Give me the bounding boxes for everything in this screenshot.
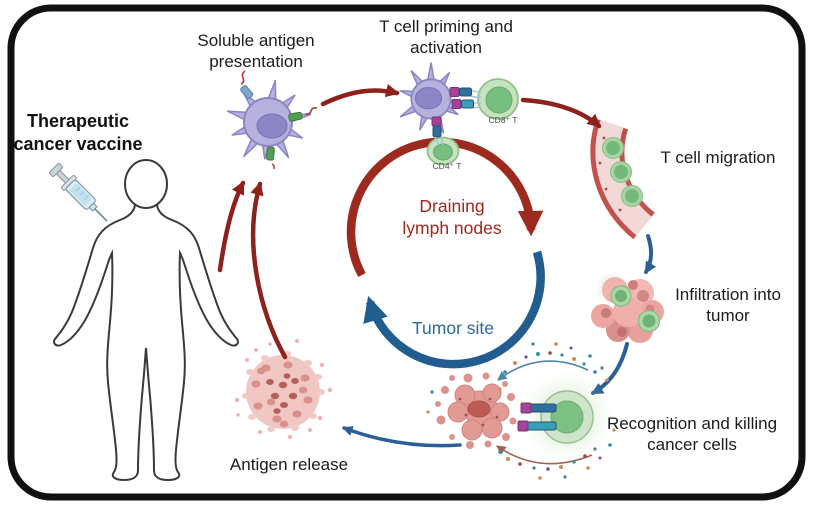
cd8-t-cell bbox=[477, 78, 519, 120]
antigen-receptors-presentation bbox=[240, 70, 318, 170]
label-t-cell-priming: T cell priming and activation bbox=[379, 17, 513, 58]
killing-synapse-receptors bbox=[517, 402, 557, 432]
draining-lymph-nodes-arc bbox=[346, 137, 544, 278]
cd8-synapse-receptors bbox=[449, 87, 482, 109]
label-t-cell-migration: T cell migration bbox=[660, 148, 776, 167]
label-cd4-t-cell: CD4⁺ T bbox=[432, 161, 462, 171]
antigen-squiggle-icon bbox=[304, 107, 318, 115]
label-infiltration-into-tumor: Infiltration into tumor bbox=[675, 285, 781, 326]
tumor-infiltration-cluster bbox=[591, 270, 664, 343]
infiltrating-t-cells bbox=[610, 285, 661, 333]
antigen-squiggle-icon bbox=[240, 70, 246, 85]
dying-cancer-cell bbox=[435, 372, 517, 449]
blood-vessel bbox=[590, 118, 656, 240]
killing-scene bbox=[426, 342, 616, 480]
red-process-arrows bbox=[217, 83, 602, 360]
label-tumor-site: Tumor site bbox=[411, 318, 494, 338]
arrow-antigen-release-to-dendritic-cell bbox=[250, 181, 288, 360]
migrating-t-cells bbox=[602, 137, 643, 207]
arrow-killing-to-antigen-release bbox=[342, 426, 462, 448]
cytokine-dots bbox=[426, 342, 616, 480]
diagram-title: Therapeutic cancer vaccine bbox=[13, 111, 143, 154]
label-draining-lymph-nodes: Draining lymph nodes bbox=[402, 196, 502, 238]
label-antigen-release: Antigen release bbox=[229, 455, 349, 474]
cytokine-arcs bbox=[496, 360, 593, 465]
antigen-squiggle-icon bbox=[271, 163, 275, 170]
arrow-priming-to-migration bbox=[520, 97, 602, 129]
syringe-icon bbox=[49, 163, 108, 222]
arrow-presentation-to-priming bbox=[320, 83, 400, 107]
antigen-release-tumor-mass bbox=[234, 339, 333, 440]
cycle-arrows bbox=[346, 137, 545, 369]
arrow-vessel-to-tumor bbox=[644, 234, 657, 274]
head-outline bbox=[124, 159, 168, 209]
killer-t-cell bbox=[540, 390, 594, 444]
dendritic-cell-presentation bbox=[226, 79, 312, 160]
label-recognition-killing: Recognition and killing cancer cells bbox=[606, 414, 778, 455]
tumor-site-arc bbox=[363, 250, 545, 369]
cd4-synapse-receptors bbox=[431, 116, 444, 146]
label-soluble-antigen-presentation: Soluble antigen presentation bbox=[197, 31, 315, 72]
arrow-injection-to-dendritic-cell bbox=[217, 180, 246, 273]
label-cd8-t-cell: CD8⁺ T bbox=[488, 115, 518, 125]
human-body-outline bbox=[52, 159, 240, 482]
cd4-t-cell bbox=[426, 136, 460, 166]
